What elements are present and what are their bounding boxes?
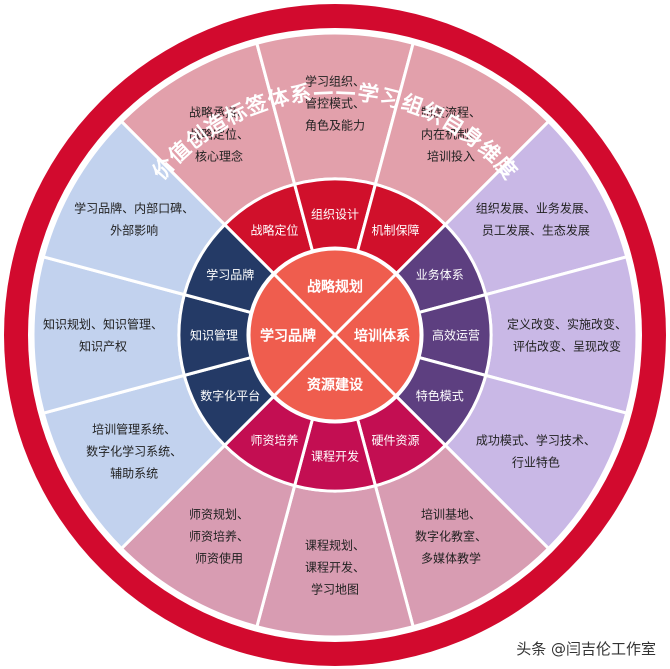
sector-detail-line: 课程规划、 bbox=[305, 538, 365, 553]
sector-detail-line: 战略承接、 bbox=[189, 105, 249, 120]
watermark: 头条 @闫吉伦工作室 bbox=[516, 640, 656, 658]
sector-label: 数字化平台 bbox=[200, 388, 260, 403]
sector-detail-line: 师资规划、 bbox=[189, 506, 249, 521]
sector-detail-line: 定义改变、实施改变、 bbox=[507, 317, 627, 332]
center-quadrant-label: 战略规划 bbox=[307, 279, 363, 296]
sector-detail-line: 学习品牌、内部口碑、 bbox=[74, 201, 194, 216]
center-quadrant-label: 培训体系 bbox=[354, 328, 410, 345]
sector-detail-line: 学习地图 bbox=[311, 582, 359, 597]
sector-detail-line: 战略定位、 bbox=[189, 127, 249, 142]
sector-detail-line: 评估改变、呈现改变 bbox=[513, 339, 621, 354]
sector-detail-line: 师资培养、 bbox=[189, 528, 249, 543]
sector-label: 课程开发 bbox=[311, 449, 359, 464]
sector-detail-line: 内在机制、 bbox=[421, 128, 481, 142]
center-quadrant-label: 学习品牌 bbox=[260, 328, 316, 345]
sector-detail-line: 知识规划、知识管理、 bbox=[43, 317, 163, 332]
sector-detail-line: 培训投入 bbox=[427, 149, 475, 164]
sector-detail-line: 管控模式、 bbox=[305, 96, 365, 111]
center-quadrant-label: 资源建设 bbox=[307, 377, 364, 394]
sector-detail-line: 师资使用 bbox=[195, 550, 243, 565]
sector-detail-line: 成功模式、学习技术、 bbox=[476, 433, 596, 448]
sector-detail-line: 核心理念 bbox=[195, 149, 243, 164]
sector-detail-line: 培训管理系统、 bbox=[92, 422, 176, 437]
sector-label: 师资培养 bbox=[250, 432, 298, 447]
sector-label: 业务体系 bbox=[416, 267, 464, 282]
sector-detail-line: 数字化教室、 bbox=[415, 528, 487, 543]
sector-detail-line: 课程开发、 bbox=[305, 560, 365, 575]
sector-detail-line: 角色及能力 bbox=[305, 119, 365, 133]
center-circle bbox=[247, 247, 423, 423]
sector-label: 战略定位 bbox=[250, 223, 298, 238]
sector-detail-line: 培训基地、 bbox=[421, 506, 481, 521]
sector-detail-line: 行业特色 bbox=[512, 455, 560, 470]
sector-detail-line: 制度流程、 bbox=[421, 105, 481, 120]
sector-label: 学习品牌 bbox=[206, 267, 254, 282]
sector-detail-line: 辅助系统 bbox=[110, 467, 158, 481]
sector-label: 组织设计 bbox=[311, 208, 359, 222]
sector-detail-line: 多媒体教学 bbox=[421, 550, 481, 565]
sector-detail-line: 学习组织、 bbox=[305, 74, 365, 89]
sector-label: 高效运营 bbox=[432, 328, 480, 343]
sector-label: 机制保障 bbox=[371, 223, 419, 238]
sector-label: 知识管理 bbox=[190, 328, 238, 343]
sector-detail-line: 数字化学习系统、 bbox=[86, 444, 182, 459]
sector-detail-line: 组织发展、业务发展、 bbox=[476, 201, 596, 216]
center-divider bbox=[273, 273, 397, 397]
sector-detail-line: 知识产权 bbox=[79, 340, 127, 354]
inner-sectors bbox=[177, 177, 493, 493]
sector-detail-line: 外部影响 bbox=[110, 223, 158, 238]
sector-label: 硬件资源 bbox=[371, 433, 419, 447]
sector-label: 特色模式 bbox=[416, 388, 464, 403]
sector-detail-line: 员工发展、生态发展 bbox=[482, 223, 590, 238]
